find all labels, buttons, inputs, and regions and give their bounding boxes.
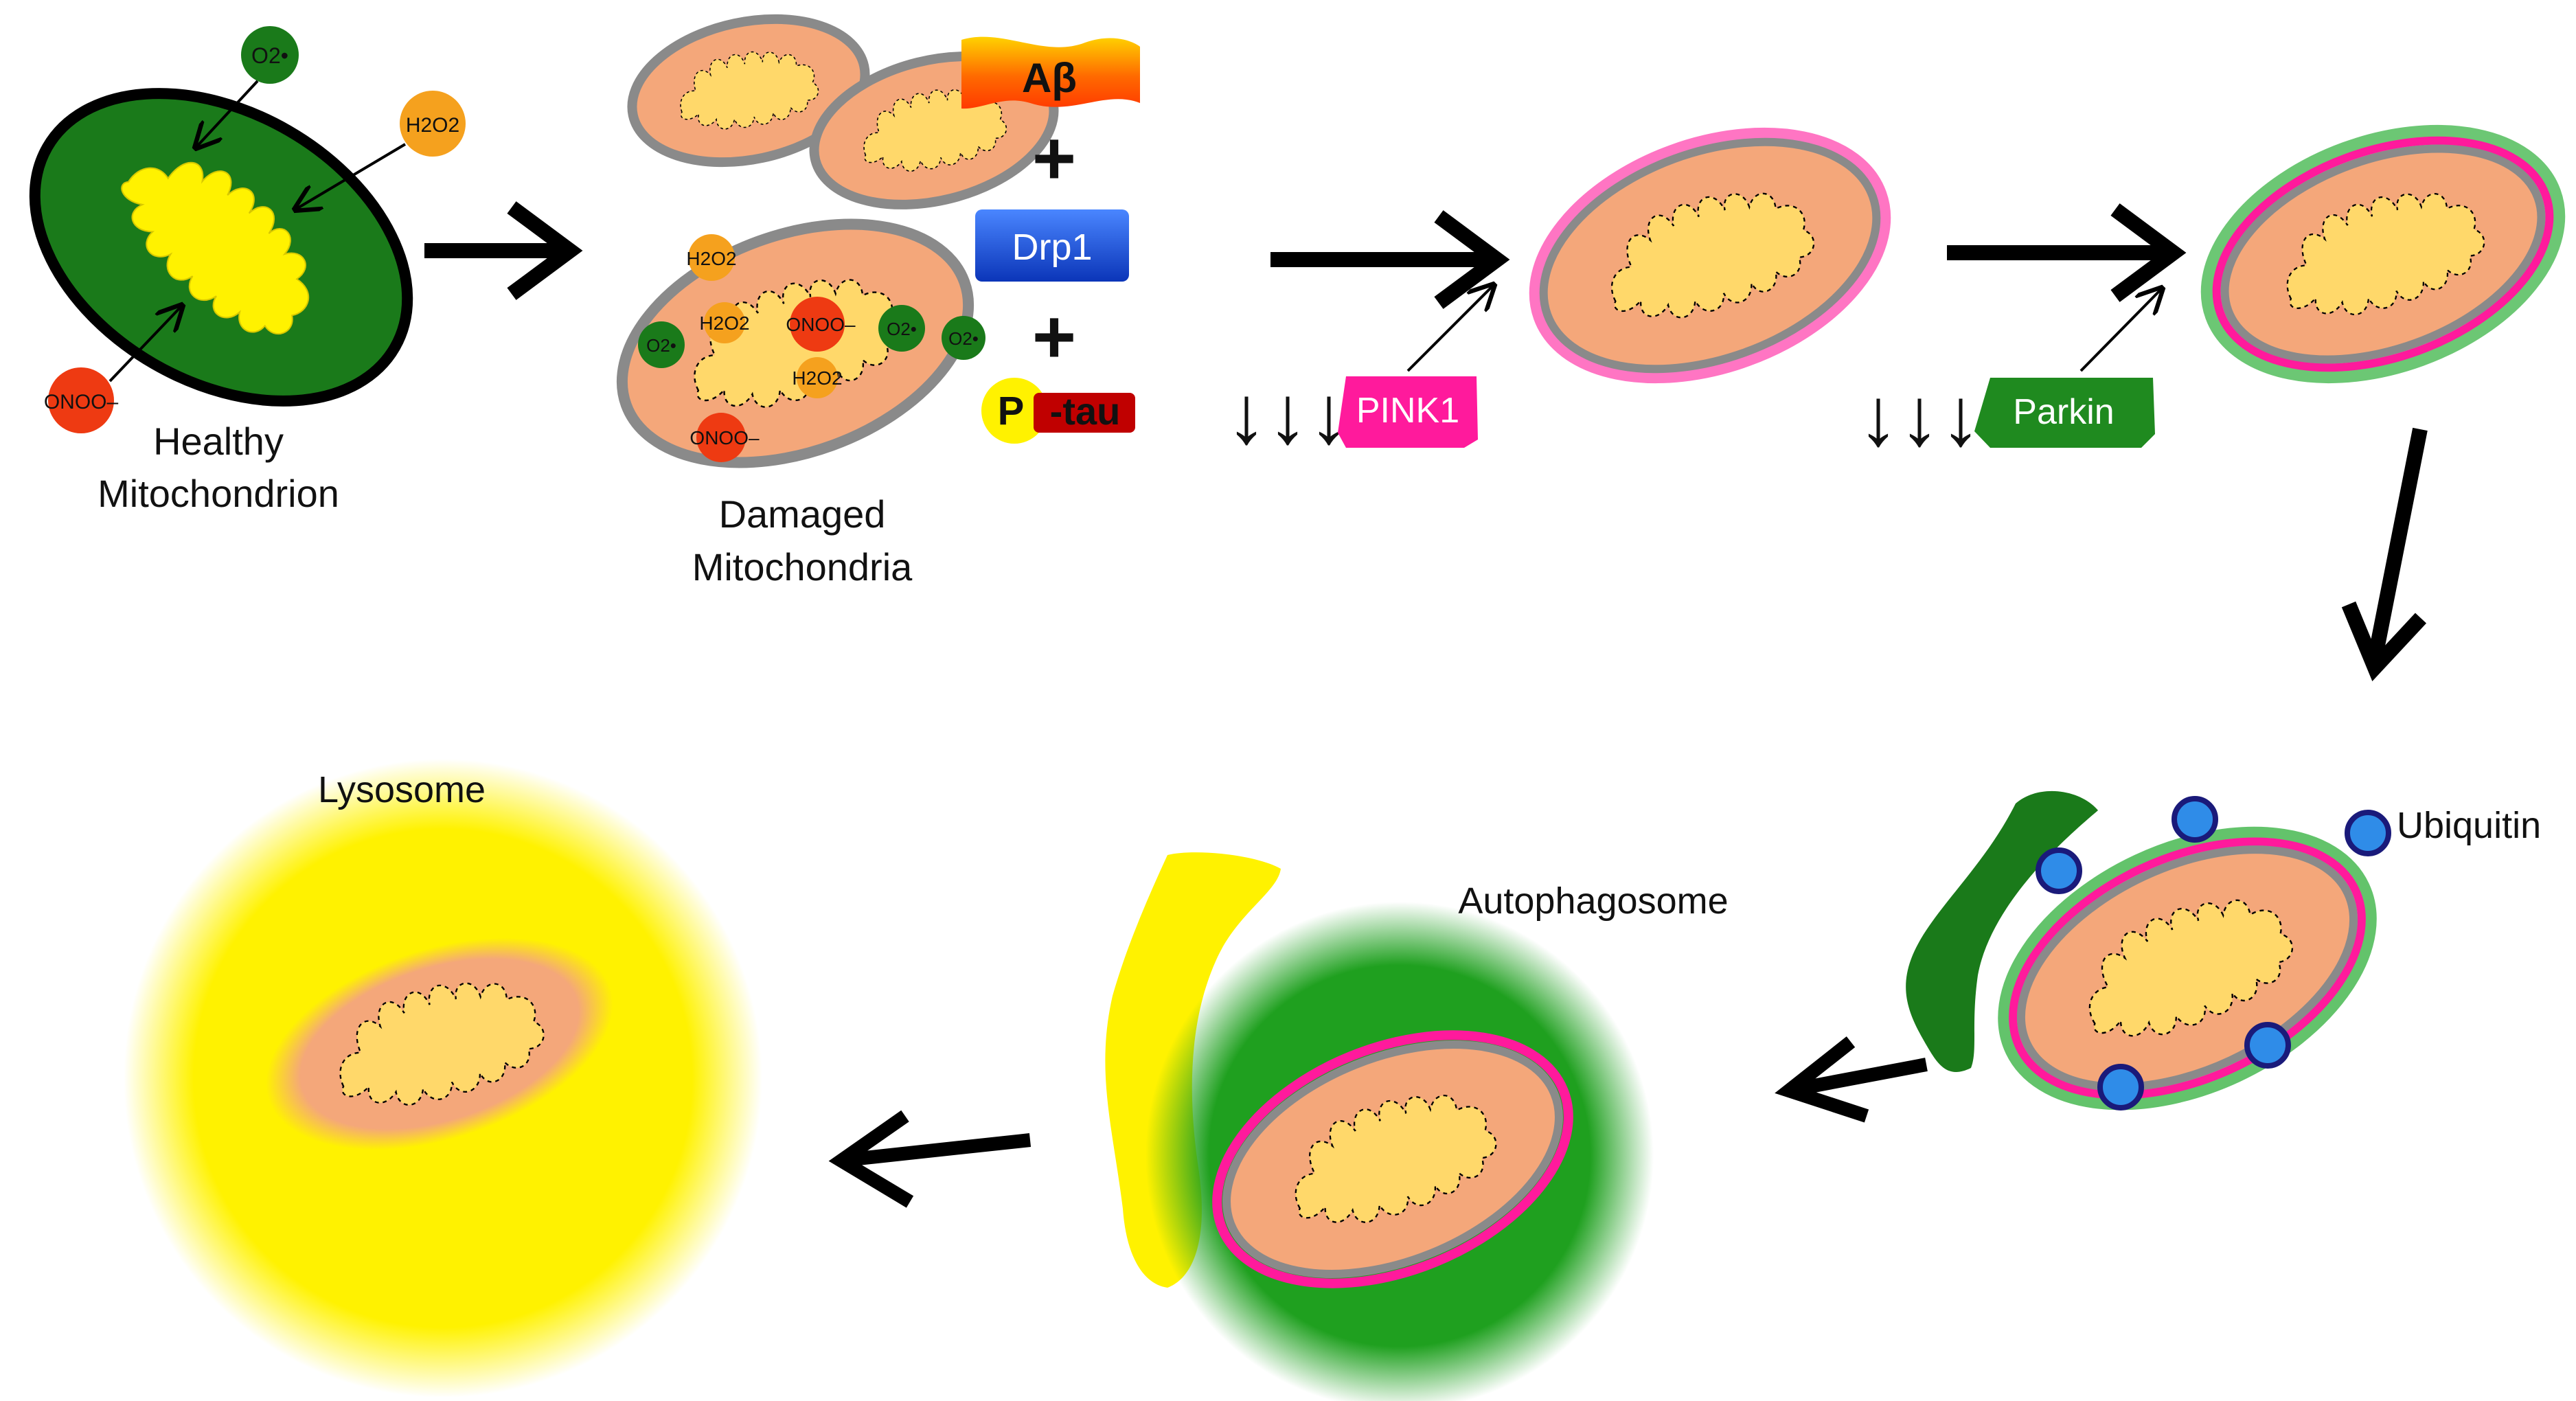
svg-text:P: P [998, 389, 1025, 433]
parkin-badge: Parkin [1974, 378, 2155, 448]
ros-peroxynitrite-2: ONOO– [689, 413, 760, 462]
autophagosome-label: Autophagosome [1458, 880, 1728, 922]
svg-text:-tau: -tau [1050, 389, 1121, 433]
svg-text:H2O2: H2O2 [699, 312, 749, 334]
damaged-label-line2: Mitochondria [692, 545, 913, 589]
hydrogen-peroxide-molecule: H2O2 [400, 91, 466, 157]
parkin-down-arrows: ↓↓↓ [1858, 371, 1981, 463]
peroxynitrite-arrow [109, 306, 182, 383]
phospho-tau-badge: P -tau [981, 378, 1135, 444]
svg-text:Aβ: Aβ [1022, 55, 1077, 101]
pink1-down-arrows: ↓↓↓ [1226, 369, 1349, 461]
svg-text:ONOO–: ONOO– [689, 427, 760, 448]
damaged-mitochondrion-large [616, 218, 974, 468]
ros-peroxide-1: H2O2 [686, 234, 737, 281]
drp1-badge: Drp1 [975, 209, 1129, 282]
superoxide-arrow [196, 80, 259, 148]
svg-text:ONOO–: ONOO– [786, 314, 856, 335]
flow-arrow-5 [1775, 1036, 1928, 1123]
svg-text:PINK1: PINK1 [1356, 391, 1459, 431]
svg-text:O2•: O2• [646, 335, 676, 356]
svg-text:O2•: O2• [251, 43, 288, 68]
flow-arrow-3 [1947, 203, 2187, 302]
ros-peroxynitrite-1: ONOO– [786, 297, 856, 352]
pink1-marked-mitochondrion [1529, 127, 1891, 384]
phagophore-membrane [1906, 790, 2098, 1072]
healthy-label-line1: Healthy [153, 420, 284, 463]
lysosome [124, 759, 762, 1398]
svg-text:H2O2: H2O2 [792, 367, 842, 389]
ros-peroxide-3: H2O2 [792, 357, 843, 398]
svg-text:Drp1: Drp1 [1012, 227, 1092, 268]
ubiquitin-molecules [2036, 796, 2391, 1110]
damaged-mitochondrion-top-left [627, 14, 870, 168]
healthy-mitochondrion [29, 88, 413, 407]
parkin-arrow [2079, 288, 2162, 372]
amyloid-beta-badge: Aβ [961, 36, 1140, 109]
svg-text:O2•: O2• [948, 328, 979, 349]
damaged-label-line1: Damaged [719, 492, 886, 536]
ubiquitin-label: Ubiquitin [2397, 805, 2541, 846]
svg-text:Parkin: Parkin [2013, 392, 2114, 432]
peroxynitrite-molecule: ONOO– [44, 367, 119, 433]
svg-text:O2•: O2• [887, 319, 917, 339]
flow-arrow-1 [424, 201, 583, 300]
ros-superoxide-1: O2• [638, 321, 685, 368]
autophagosome [1145, 902, 1654, 1401]
svg-text:H2O2: H2O2 [686, 248, 736, 269]
plus-sign-1: + [1032, 116, 1076, 201]
pink1-badge: PINK1 [1338, 376, 1478, 448]
parkin-marked-mitochondrion [2200, 124, 2566, 384]
flow-arrow-4 [2341, 427, 2428, 682]
plus-sign-2: + [1032, 295, 1076, 379]
peroxide-arrow [295, 143, 407, 209]
flow-arrow-2 [1270, 210, 1510, 309]
lysosome-label: Lysosome [318, 769, 486, 810]
flow-arrow-6 [828, 1110, 1031, 1208]
pink1-arrow [1406, 285, 1494, 372]
ros-superoxide-2: O2• [878, 305, 925, 352]
ros-peroxide-2: H2O2 [699, 302, 750, 343]
superoxide-molecule: O2• [241, 26, 299, 84]
ros-superoxide-3: O2• [942, 316, 985, 360]
svg-text:H2O2: H2O2 [406, 114, 459, 137]
svg-text:ONOO–: ONOO– [44, 391, 119, 413]
healthy-label-line2: Mitochondrion [98, 472, 339, 515]
